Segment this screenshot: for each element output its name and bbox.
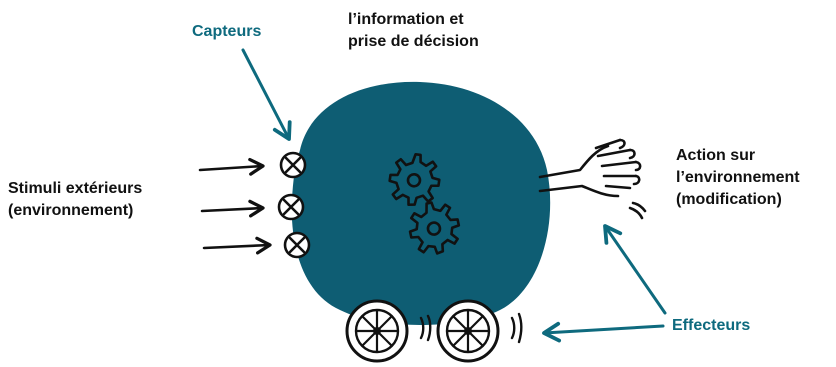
organism-body bbox=[291, 81, 551, 325]
effecteurs-label: Effecteurs bbox=[672, 317, 751, 334]
action-label: Action sur l’environnement (modification… bbox=[676, 147, 800, 208]
hand-icon bbox=[538, 138, 647, 220]
capteurs-label: Capteurs bbox=[192, 23, 262, 40]
stimulus-arrow bbox=[200, 199, 265, 218]
circle-x-icon bbox=[283, 231, 311, 259]
wheel-icon bbox=[345, 299, 409, 363]
stimulus-arrow bbox=[202, 236, 272, 255]
decision-label: l’information et prise de décision bbox=[348, 11, 479, 50]
stimuli-label: Stimuli extérieurs (environnement) bbox=[8, 180, 143, 219]
effecteurs-arrow-wheels bbox=[542, 321, 665, 343]
capteurs-arrow bbox=[241, 48, 292, 141]
effecteurs-arrow-hand bbox=[603, 224, 667, 315]
motion-marks bbox=[419, 312, 523, 344]
wheel-icon bbox=[436, 299, 500, 363]
circle-x-icon bbox=[277, 193, 305, 221]
circle-x-icon bbox=[279, 151, 307, 179]
stimulus-arrow bbox=[198, 157, 265, 176]
